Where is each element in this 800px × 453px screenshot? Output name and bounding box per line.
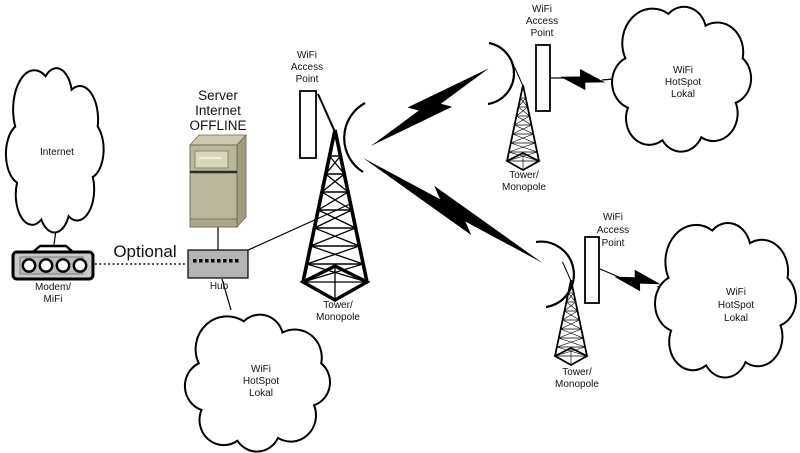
tower-label-line1: Tower/: [323, 300, 353, 311]
hotspot-label-line3: Lokal: [671, 89, 695, 100]
hotspot-cloud-center: WiFi HotSpot Lokal: [183, 313, 331, 453]
lightning-link-icon-se: [360, 144, 546, 277]
lightning-link-icon-se-cloud: [612, 263, 663, 298]
hotspot-label-line1: WiFi: [673, 65, 693, 76]
optional-label: Optional: [113, 242, 176, 261]
ap-label-line1: WiFi: [532, 4, 552, 15]
ap-label-line3: Point: [296, 74, 319, 85]
modem-label-line1: Modem/: [35, 282, 71, 293]
tower-label-line2: Monopole: [502, 182, 546, 193]
link-se-ap-bolt: [599, 268, 620, 278]
server-label-line3: OFFLINE: [189, 118, 246, 133]
access-point-icon: [535, 44, 551, 112]
modem-led: [55, 258, 71, 273]
server-label-line2: Internet: [195, 103, 241, 118]
modem-device: Modem/ MiFi: [11, 244, 95, 305]
hub-device: Hub: [187, 249, 249, 292]
ap-label-line1: WiFi: [297, 50, 317, 61]
hub-ports: [193, 259, 239, 263]
hotspot-label-line2: HotSpot: [718, 300, 754, 311]
modem-led: [72, 258, 88, 273]
link-hub-tower: [245, 203, 351, 252]
internet-cloud: Internet: [4, 67, 105, 234]
tower-label-line2: Monopole: [555, 379, 599, 390]
lightning-link-icon-ne-cloud: [558, 63, 607, 96]
ap-label-line2: Access: [291, 62, 323, 73]
hotspot-label-line2: HotSpot: [665, 77, 701, 88]
ne-access-point: WiFi Access Point: [526, 4, 558, 112]
hotspot-label-line1: WiFi: [726, 287, 746, 298]
hotspot-label-line3: Lokal: [724, 313, 748, 324]
signal-arc-icon-ne: [487, 41, 516, 106]
server-side: [236, 133, 247, 229]
server-device: Server Internet OFFLINE: [189, 88, 247, 229]
lightning-link-icon-ne: [363, 64, 497, 151]
hotspot-cloud-ne: WiFi HotSpot Lokal: [611, 5, 753, 153]
main-tower: Tower/ Monopole: [301, 92, 369, 323]
signal-arc-icon-se: [535, 240, 575, 309]
hotspot-label-line2: HotSpot: [243, 376, 279, 387]
hotspot-cloud-se: WiFi HotSpot Lokal: [653, 221, 798, 379]
access-point-icon: [299, 90, 317, 159]
hotspot-label-line3: Lokal: [249, 388, 273, 399]
se-tower: Tower/ Monopole: [554, 261, 599, 390]
hub-body: [187, 249, 249, 279]
tower-label-line1: Tower/: [509, 170, 539, 181]
modem-led: [21, 258, 37, 273]
main-access-point: WiFi Access Point: [291, 50, 323, 159]
server-label-line1: Server: [198, 88, 238, 103]
ne-tower: Tower/ Monopole: [502, 66, 546, 193]
ap-label-line3: Point: [531, 28, 554, 39]
modem-led: [38, 258, 54, 273]
hotspot-label-line1: WiFi: [251, 364, 271, 375]
ap-label-line3: Point: [602, 238, 625, 249]
se-access-point: WiFi Access Point: [584, 212, 629, 304]
tower-label-line1: Tower/: [562, 367, 592, 378]
ap-label-line2: Access: [597, 225, 629, 236]
link-hub-hotspot: [221, 278, 232, 311]
server-top: [189, 134, 247, 146]
tower-label-line2: Monopole: [316, 312, 360, 323]
ap-label-line1: WiFi: [603, 212, 623, 223]
server-drive-panel: [194, 150, 229, 169]
tower-icon: [554, 261, 588, 366]
access-point-icon: [584, 236, 600, 304]
signal-arc-icon-main: [343, 102, 366, 173]
modem-label-line2: MiFi: [44, 294, 63, 305]
internet-cloud-label: Internet: [40, 147, 74, 158]
ap-label-line2: Access: [526, 16, 558, 27]
server-base-strip: [189, 218, 238, 228]
hub-label: Hub: [210, 281, 229, 292]
